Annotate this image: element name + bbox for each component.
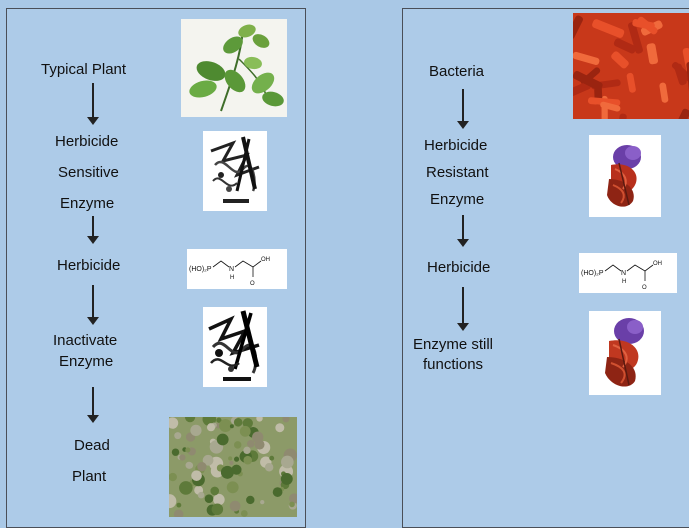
label-sensitive: Sensitive xyxy=(58,164,119,181)
plant-image xyxy=(181,19,287,117)
label-enzyme: Enzyme xyxy=(430,191,484,208)
label-typical-plant: Typical Plant xyxy=(41,61,126,78)
formula-n: N xyxy=(621,270,626,277)
formula-group: (HO)₂P xyxy=(189,266,212,273)
formula-n: N xyxy=(229,266,234,273)
label-plant: Plant xyxy=(72,468,106,485)
label-herbicide: Herbicide xyxy=(57,257,120,274)
resistant-enzyme-image xyxy=(589,135,661,217)
formula-h: H xyxy=(622,279,626,285)
label-resistant: Resistant xyxy=(426,164,489,181)
herbicide-formula-image: (HO)₂P N H OH O xyxy=(187,249,287,289)
formula-o: O xyxy=(642,285,647,291)
left-panel-typical-plant: Typical Plant Herbicide Sensitive Enzyme… xyxy=(6,8,306,528)
label-enzyme: Enzyme xyxy=(59,353,113,370)
right-panel-bacteria: Bacteria Herbicide Resistant Enzyme Herb… xyxy=(402,8,689,528)
formula-o: O xyxy=(250,281,255,287)
inactive-enzyme-image xyxy=(203,307,267,387)
label-herbicide: Herbicide xyxy=(424,137,487,154)
formula-oh: OH xyxy=(653,261,662,267)
label-functions: functions xyxy=(423,356,483,373)
formula-h: H xyxy=(230,275,234,281)
functioning-enzyme-image xyxy=(589,311,661,395)
label-enzyme: Enzyme xyxy=(60,195,114,212)
dead-plant-image xyxy=(169,417,297,517)
bacteria-image xyxy=(573,13,689,119)
label-dead: Dead xyxy=(74,437,110,454)
label-bacteria: Bacteria xyxy=(429,63,484,80)
formula-oh: OH xyxy=(261,257,270,263)
label-herbicide: Herbicide xyxy=(427,259,490,276)
label-enzyme-still: Enzyme still xyxy=(413,336,493,353)
formula-group: (HO)₂P xyxy=(581,270,604,277)
herbicide-formula-image: (HO)₂P N H OH O xyxy=(579,253,677,293)
enzyme-structure-image xyxy=(203,131,267,211)
label-inactivate: Inactivate xyxy=(53,332,117,349)
label-herbicide: Herbicide xyxy=(55,133,118,150)
